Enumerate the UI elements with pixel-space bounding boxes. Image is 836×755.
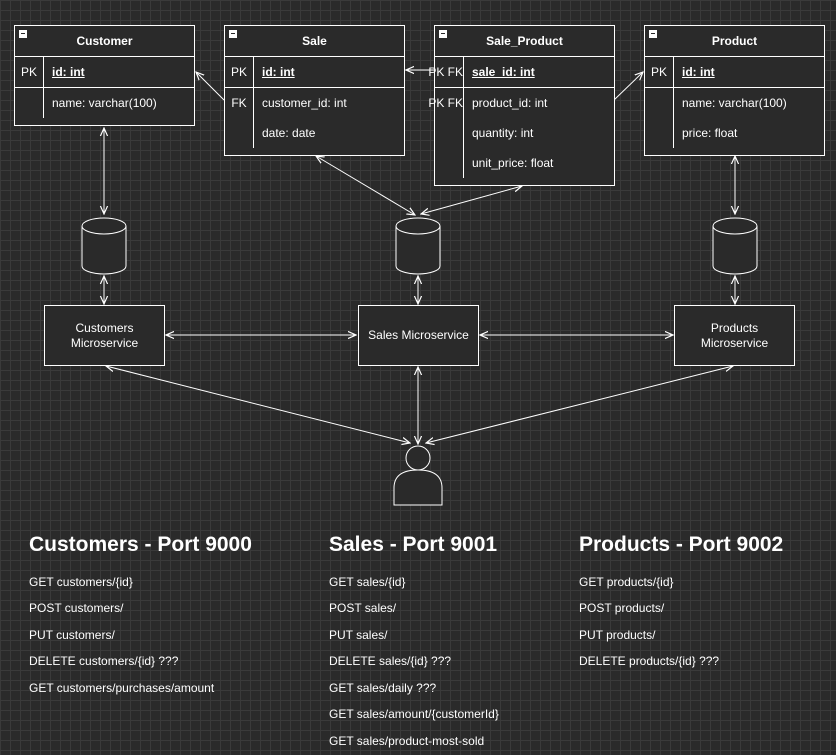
sale-table[interactable]: Sale PK id: int FK customer_id: int date… bbox=[224, 25, 405, 156]
table-title: Sale_Product bbox=[486, 34, 563, 48]
key-divider bbox=[463, 148, 464, 178]
table-row[interactable]: FK customer_id: int bbox=[225, 88, 404, 118]
key-label: FK bbox=[231, 96, 247, 110]
field-label: date: date bbox=[262, 126, 316, 140]
collapse-icon[interactable] bbox=[439, 30, 447, 38]
products-api-heading: Products - Port 9002 bbox=[579, 533, 784, 556]
table-title: Customer bbox=[76, 34, 133, 48]
key-divider bbox=[43, 88, 44, 118]
field-label: name: varchar(100) bbox=[52, 96, 157, 110]
field-label: price: float bbox=[682, 126, 738, 140]
field-label: quantity: int bbox=[472, 126, 534, 140]
key-label bbox=[435, 118, 463, 148]
endpoint-item: GET products/{id} bbox=[579, 575, 674, 589]
endpoint-item: PUT sales/ bbox=[329, 628, 388, 642]
key-label: PK bbox=[20, 65, 37, 79]
collapse-icon[interactable] bbox=[19, 30, 27, 38]
endpoint-item: GET sales/product-most-sold bbox=[329, 734, 485, 748]
customers-api-heading: Customers - Port 9000 bbox=[29, 533, 252, 556]
collapse-icon[interactable] bbox=[649, 30, 657, 38]
sale-db-link bbox=[316, 156, 415, 215]
endpoint-item: PUT products/ bbox=[579, 628, 656, 642]
table-row[interactable]: name: varchar(100) bbox=[15, 88, 194, 118]
key-divider bbox=[673, 118, 674, 148]
table-title: Sale bbox=[302, 34, 327, 48]
sales-microservice-box[interactable]: Sales Microservice bbox=[358, 305, 479, 366]
key-divider bbox=[253, 88, 254, 118]
key-label: PK bbox=[650, 65, 667, 79]
customer-table-header[interactable]: Customer bbox=[15, 26, 194, 57]
products-database-icon bbox=[712, 217, 758, 275]
key-label: PK FK bbox=[428, 65, 463, 79]
sales-api-heading: Sales - Port 9001 bbox=[329, 533, 498, 556]
customers-microservice-box[interactable]: Customers Microservice bbox=[44, 305, 165, 366]
field-label: id: int bbox=[682, 65, 715, 79]
endpoint-item: GET sales/amount/{customerId} bbox=[329, 707, 499, 721]
key-divider bbox=[463, 88, 464, 118]
saleproduct-db-link bbox=[421, 186, 522, 214]
key-divider bbox=[673, 88, 674, 118]
key-divider bbox=[463, 57, 464, 87]
endpoint-item: DELETE customers/{id} ??? bbox=[29, 654, 179, 668]
field-label: id: int bbox=[52, 65, 85, 79]
endpoint-item: POST sales/ bbox=[329, 601, 397, 615]
key-divider bbox=[253, 118, 254, 148]
table-row[interactable]: name: varchar(100) bbox=[645, 88, 824, 118]
key-divider bbox=[463, 118, 464, 148]
endpoint-item: GET sales/{id} bbox=[329, 575, 406, 589]
user-customers-link bbox=[106, 366, 410, 443]
endpoint-item: GET customers/purchases/amount bbox=[29, 681, 215, 695]
key-label bbox=[15, 88, 43, 118]
table-row[interactable]: PK id: int bbox=[645, 57, 824, 88]
sale-table-header[interactable]: Sale bbox=[225, 26, 404, 57]
key-label: PK FK bbox=[428, 96, 463, 110]
key-label bbox=[225, 118, 253, 148]
endpoint-item: DELETE products/{id} ??? bbox=[579, 654, 720, 668]
endpoint-item: POST products/ bbox=[579, 601, 665, 615]
endpoint-item: DELETE sales/{id} ??? bbox=[329, 654, 452, 668]
fk-sale-customer-line bbox=[196, 72, 225, 101]
key-divider bbox=[253, 57, 254, 87]
key-label bbox=[645, 118, 673, 148]
table-title: Product bbox=[711, 34, 758, 48]
table-row[interactable]: PK id: int bbox=[15, 57, 194, 88]
table-row[interactable]: date: date bbox=[225, 118, 404, 148]
field-label: customer_id: int bbox=[262, 96, 347, 110]
field-label: unit_price: float bbox=[472, 156, 554, 170]
product-table-header[interactable]: Product bbox=[645, 26, 824, 57]
table-row[interactable]: price: float bbox=[645, 118, 824, 148]
fk-saleproduct-product-line bbox=[613, 72, 643, 101]
key-label: PK bbox=[230, 65, 247, 79]
key-label bbox=[645, 88, 673, 118]
sale-product-table[interactable]: Sale_Product PK FK sale_id: int PK FK pr… bbox=[428, 25, 615, 186]
endpoint-item: GET customers/{id} bbox=[29, 575, 133, 589]
field-label: sale_id: int bbox=[472, 65, 535, 79]
customers-database-icon bbox=[81, 217, 127, 275]
service-label: Customers Microservice bbox=[70, 320, 139, 350]
endpoint-item: PUT customers/ bbox=[29, 628, 115, 642]
endpoint-item: POST customers/ bbox=[29, 601, 124, 615]
sale-product-table-header[interactable]: Sale_Product bbox=[435, 26, 614, 57]
table-row[interactable]: unit_price: float bbox=[435, 148, 614, 178]
field-label: name: varchar(100) bbox=[682, 96, 787, 110]
user-products-link bbox=[426, 366, 733, 443]
table-row[interactable]: PK id: int bbox=[225, 57, 404, 88]
key-divider bbox=[43, 57, 44, 87]
service-label: Products Microservice bbox=[700, 320, 769, 350]
endpoint-item: GET sales/daily ??? bbox=[329, 681, 437, 695]
user-icon bbox=[393, 445, 443, 506]
table-row[interactable]: quantity: int bbox=[435, 118, 614, 148]
sales-database-icon bbox=[395, 217, 441, 275]
table-row[interactable]: PK FK product_id: int bbox=[428, 88, 614, 118]
table-row[interactable]: PK FK sale_id: int bbox=[428, 57, 614, 88]
product-table[interactable]: Product PK id: int name: varchar(100) pr… bbox=[644, 25, 825, 156]
key-label bbox=[435, 148, 463, 178]
customer-table[interactable]: Customer PK id: int name: varchar(100) bbox=[14, 25, 195, 126]
key-divider bbox=[673, 57, 674, 87]
field-label: id: int bbox=[262, 65, 295, 79]
field-label: product_id: int bbox=[472, 96, 548, 110]
products-microservice-box[interactable]: Products Microservice bbox=[674, 305, 795, 366]
service-label: Sales Microservice bbox=[368, 328, 469, 342]
collapse-icon[interactable] bbox=[229, 30, 237, 38]
